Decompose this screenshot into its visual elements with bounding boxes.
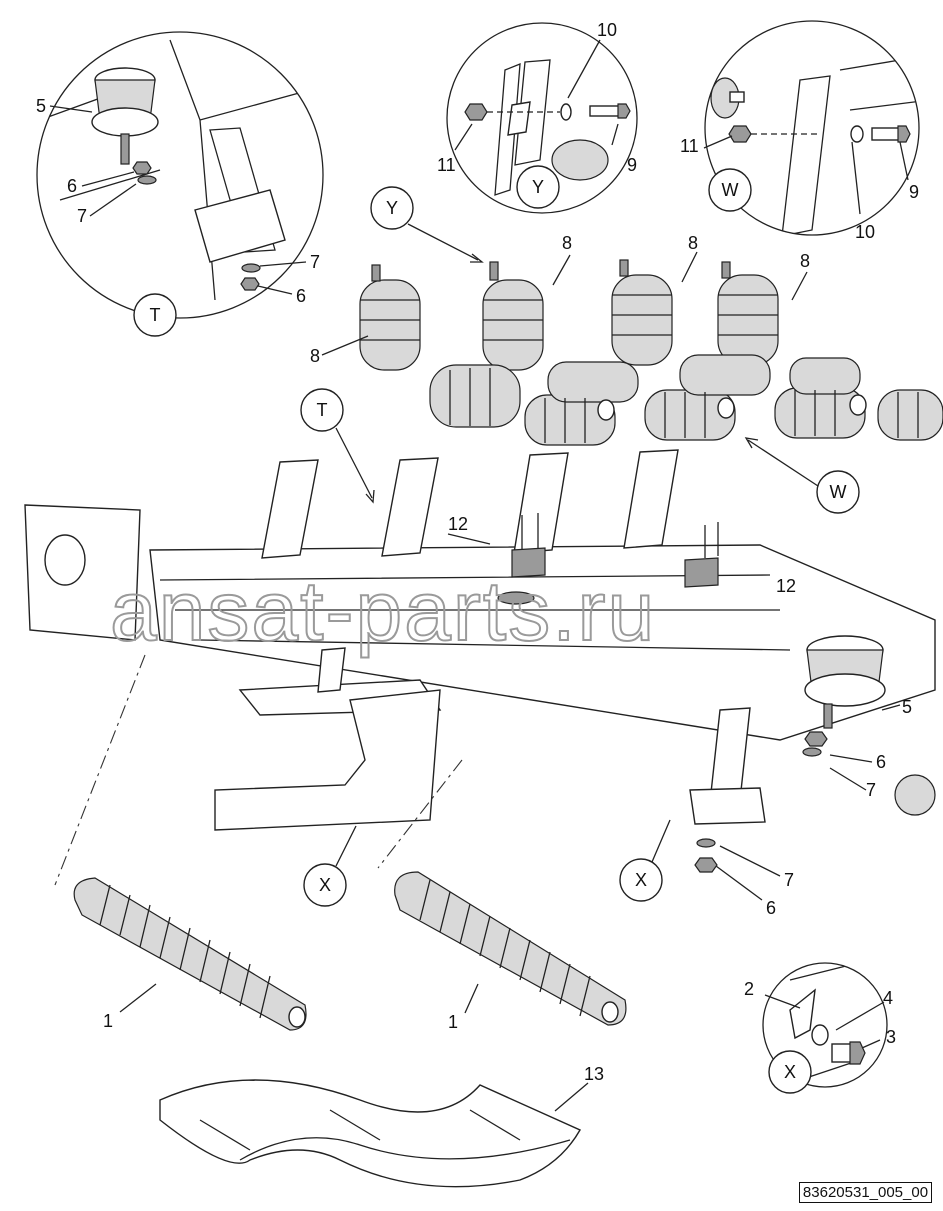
- callout-t-main: T: [317, 400, 328, 420]
- part-label-6-main-lower: 6: [766, 898, 776, 918]
- part-label-1-a: 1: [103, 1011, 113, 1031]
- detail-w: W 10 11 9: [680, 20, 920, 242]
- part-label-10-detail-w: 10: [855, 222, 875, 242]
- part-label-3: 3: [886, 1027, 896, 1047]
- roller-upper-2: [482, 261, 544, 371]
- part-label-4: 4: [883, 988, 893, 1008]
- callout-x-main-left: X: [319, 875, 331, 895]
- callout-x-detail: X: [784, 1062, 796, 1082]
- belt-13: 13: [159, 1064, 604, 1188]
- part-label-7-main: 7: [866, 780, 876, 800]
- part-label-9-detail-y: 9: [627, 155, 637, 175]
- roller-upper-1: [359, 264, 421, 371]
- callout-w-main: W: [830, 482, 847, 502]
- part-label-7-main-lower: 7: [784, 870, 794, 890]
- part-label-12-b: 12: [776, 576, 796, 596]
- roller-lower-row: [429, 354, 943, 446]
- part-label-8-c: 8: [688, 233, 698, 253]
- part-label-11-detail-w: 11: [680, 136, 699, 156]
- callout-x-main-right: X: [635, 870, 647, 890]
- part-label-5-detail: 5: [36, 96, 46, 116]
- part-label-8-a: 8: [310, 346, 320, 366]
- detail-t: T 5 6 7 7 6: [36, 31, 324, 337]
- roller-set-8: 8 8 8 8 Y W: [310, 186, 943, 514]
- part-label-5-main: 5: [902, 697, 912, 717]
- part-label-6-main: 6: [876, 752, 886, 772]
- main-frame: T 12 12 5 6 7 7 6: [24, 388, 936, 918]
- part-label-6-detail: 6: [67, 176, 77, 196]
- part-label-12-a: 12: [448, 514, 468, 534]
- roller-upper-4: [717, 261, 779, 366]
- part-label-9-detail-w: 9: [909, 182, 919, 202]
- part-label-2: 2: [744, 979, 754, 999]
- detail-y: Y 10 11 9: [437, 20, 638, 214]
- part-label-7-detail: 7: [77, 206, 87, 226]
- part-label-1-b: 1: [448, 1012, 458, 1032]
- part-label-8-d: 8: [800, 251, 810, 271]
- rollers-1: 1 1: [73, 871, 627, 1032]
- part-label-10-detail-y: 10: [597, 20, 617, 40]
- callout-y-main: Y: [386, 198, 398, 218]
- watermark: ansat-parts.ru: [110, 564, 656, 658]
- callout-y-detail: Y: [532, 177, 544, 197]
- part-label-13: 13: [584, 1064, 604, 1084]
- callout-w-detail: W: [722, 180, 739, 200]
- drawing-code-label: 83620531_005_00: [799, 1182, 932, 1203]
- callout-t-detail: T: [150, 305, 161, 325]
- part-label-8-b: 8: [562, 233, 572, 253]
- detail-x: X 2 4 3: [744, 962, 896, 1094]
- roller-upper-3: [611, 259, 673, 366]
- part-label-7-detail-lower: 7: [310, 252, 320, 272]
- part-label-11-detail-y: 11: [437, 155, 456, 175]
- part-label-6-detail-lower: 6: [296, 286, 306, 306]
